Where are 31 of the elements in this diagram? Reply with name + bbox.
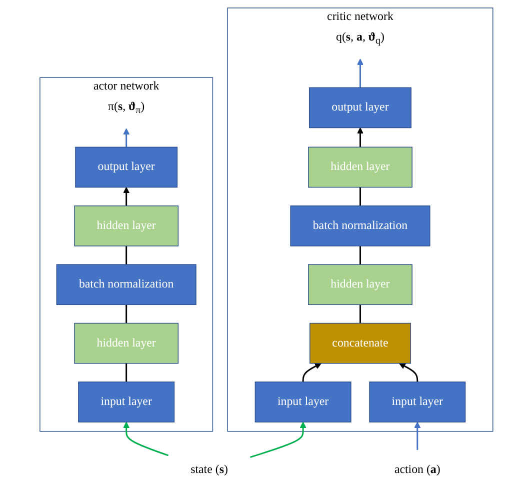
node-box: hidden layer	[308, 264, 412, 306]
node-box: batch normalization	[56, 264, 196, 306]
node-box: input layer	[254, 382, 351, 422]
connector	[359, 187, 361, 206]
arrow	[356, 58, 364, 88]
node-box: input layer	[78, 382, 174, 422]
node-box: output layer	[74, 146, 178, 188]
arrow	[250, 422, 306, 458]
node-text: action (a)	[394, 463, 440, 476]
connector	[125, 304, 127, 324]
arrow	[122, 422, 168, 456]
arrow	[356, 127, 364, 148]
node-box: hidden layer	[74, 322, 178, 364]
node-text: π(s, ϑ$_{π}$)	[108, 100, 144, 116]
arrow	[398, 363, 418, 382]
node-box: batch normalization	[290, 205, 430, 246]
connector	[359, 246, 361, 265]
connector	[125, 363, 127, 382]
node-box: hidden layer	[74, 205, 178, 246]
connector	[125, 246, 127, 265]
arrow	[302, 363, 322, 382]
node-box: input layer	[368, 382, 466, 422]
node-text: q(s, a, ϑ$_{q}$)	[336, 30, 384, 46]
connector	[359, 304, 361, 324]
node-box: concatenate	[309, 322, 411, 364]
arrow	[414, 422, 420, 450]
node-box: output layer	[308, 87, 412, 128]
arrow	[122, 128, 130, 148]
node-box: hidden layer	[308, 146, 412, 188]
node-text: state (s)	[190, 463, 228, 476]
arrow	[122, 186, 130, 206]
